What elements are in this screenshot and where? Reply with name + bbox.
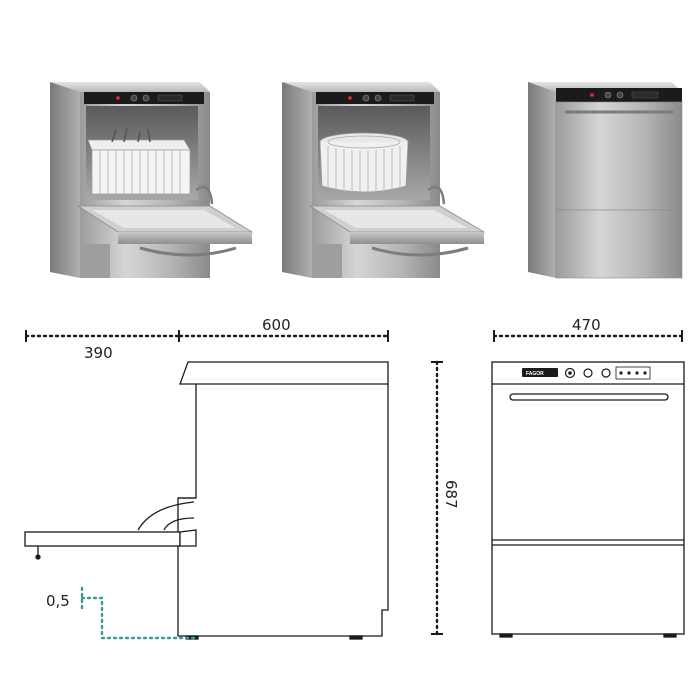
led-indicator xyxy=(348,96,352,100)
open-door xyxy=(76,185,254,257)
top-panel xyxy=(282,82,440,92)
led-indicator xyxy=(590,93,594,97)
dimension-lines xyxy=(24,334,684,636)
side-elevation-drawing xyxy=(24,361,389,640)
display xyxy=(615,366,651,380)
door-hinge xyxy=(179,529,197,547)
button-icon xyxy=(583,368,593,378)
knob xyxy=(374,94,382,102)
knob xyxy=(362,94,370,102)
dimension-label-687: 687 xyxy=(442,480,460,509)
product-photo-open-basket xyxy=(282,82,486,278)
top-panel xyxy=(50,82,210,92)
brand-logo: FAGOR xyxy=(526,371,544,377)
foot xyxy=(499,633,513,638)
led-indicator xyxy=(116,96,120,100)
dish-rack xyxy=(87,127,191,195)
indicator-icon xyxy=(643,371,647,375)
knob xyxy=(130,94,138,102)
product-photo-closed xyxy=(528,82,683,279)
indicator-icon xyxy=(619,371,623,375)
indicator-icon xyxy=(635,371,639,375)
button-icon xyxy=(601,368,611,378)
dimension-label-floor-offset: 0,5 xyxy=(46,592,70,610)
open-door-outline xyxy=(24,531,181,547)
door-support-arm-inner xyxy=(163,517,195,531)
display xyxy=(389,94,415,102)
dimension-label-390: 390 xyxy=(84,344,113,362)
body-outline xyxy=(177,384,389,637)
door-handle xyxy=(139,246,237,257)
knob xyxy=(142,94,150,102)
dial-icon xyxy=(568,371,572,375)
front-elevation-drawing xyxy=(491,361,685,638)
lower-panel xyxy=(555,209,683,279)
dial-icon xyxy=(564,367,576,379)
door-support-arm xyxy=(137,501,195,531)
side-panel xyxy=(528,82,556,278)
display xyxy=(157,94,183,102)
floor-offset-marker xyxy=(80,586,198,640)
knob xyxy=(616,91,624,99)
side-panel xyxy=(50,82,80,278)
product-photo-open-rack xyxy=(50,82,254,278)
indicator-icon xyxy=(627,371,631,375)
foot xyxy=(663,633,677,638)
foot xyxy=(349,635,363,640)
round-basket xyxy=(319,132,409,193)
knob xyxy=(604,91,612,99)
cabinet-outline xyxy=(491,361,685,635)
front-door xyxy=(555,101,683,211)
dimension-label-600: 600 xyxy=(262,316,291,334)
dimension-label-470: 470 xyxy=(572,316,601,334)
lower-panel xyxy=(80,244,110,278)
lower-panel xyxy=(312,244,342,278)
display xyxy=(631,91,659,99)
top-overhang xyxy=(179,361,389,385)
door-handle xyxy=(371,246,469,257)
side-panel xyxy=(282,82,312,278)
dimension-ticks xyxy=(25,330,683,635)
brand-badge xyxy=(522,368,558,377)
front-control-panel: FAGOR xyxy=(522,366,651,380)
door-handle xyxy=(509,393,669,401)
door-foot-tip xyxy=(35,554,41,560)
open-door xyxy=(308,185,486,257)
